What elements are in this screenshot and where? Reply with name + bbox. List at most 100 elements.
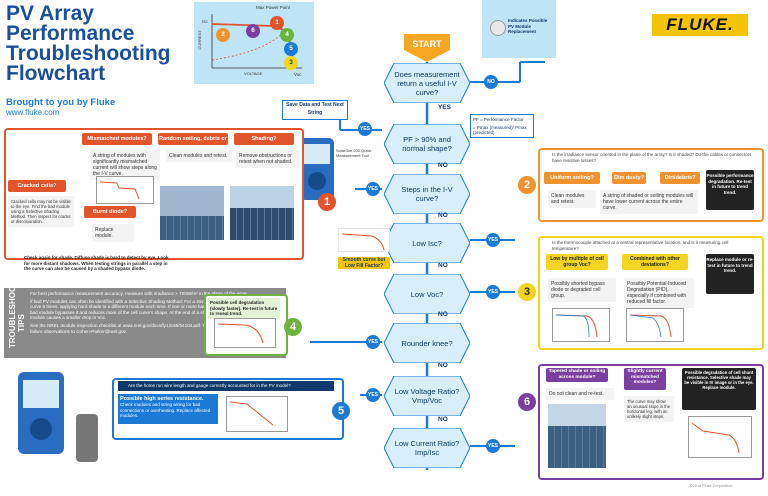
shading-question: Shading? bbox=[234, 133, 294, 145]
series-resistance-title: Possible high series resistance. bbox=[120, 396, 204, 402]
yes-badge: YES bbox=[486, 439, 500, 453]
no-label: NO bbox=[438, 212, 448, 219]
tapered-text: Do not clean and re-test. bbox=[546, 388, 614, 400]
sec2-mid-text: A string of shaded or soiling modules wi… bbox=[600, 190, 698, 214]
smooth-curve-text: Smooth curve but Low Fill Factor? bbox=[338, 257, 390, 269]
section-1-number: 1 bbox=[318, 193, 336, 211]
sec3-curve-a bbox=[552, 308, 610, 342]
quick-ref-label: SolarSim 200 Quick Measurement Tool bbox=[336, 148, 372, 158]
pf-legend: PF = Performance Factor = Pmax (measured… bbox=[470, 114, 534, 138]
combined-question: Combined with other deviations? bbox=[622, 254, 688, 270]
dirt-debris-question: Dirt/debris? bbox=[660, 172, 700, 184]
section-4-text: Possible cell degradation (slowly faster… bbox=[208, 298, 280, 319]
slight-text: The curve may show an unusual slope in t… bbox=[624, 396, 674, 422]
step-low-voltage-ratio[interactable]: Low Voltage Ratio? Vmp/Voc bbox=[384, 376, 470, 416]
section-3-header: Is the thermocouple attached at a centra… bbox=[552, 240, 729, 251]
no-label: NO bbox=[438, 362, 448, 369]
series-resistance-text: Check modules and string wiring for bad … bbox=[120, 402, 211, 418]
section-1-footer: Check again for shade. Diffuse shade is … bbox=[24, 255, 169, 271]
soiling-question: Random soiling, debris or snow? bbox=[158, 133, 228, 154]
section-5-number: 5 bbox=[332, 402, 350, 420]
yes-badge: YES bbox=[486, 285, 500, 299]
mismatch-curve bbox=[96, 176, 154, 204]
step-label: PF > 90% and normal shape? bbox=[402, 135, 452, 153]
uniform-soiling-question: Uniform soiling? bbox=[544, 172, 600, 184]
step-pf-normal-shape[interactable]: PF > 90% and normal shape? bbox=[384, 124, 470, 164]
shading-text: Remove obstructions or retest when not s… bbox=[236, 150, 300, 168]
mismatch-text: A string of modules with significantly m… bbox=[90, 150, 160, 180]
sec4-curve bbox=[214, 318, 276, 348]
tip-1: For best performance measurement accurac… bbox=[30, 291, 249, 296]
copyright: ©2016 Fluke Corporation bbox=[690, 484, 733, 488]
tapered-photo bbox=[548, 404, 606, 468]
burnt-question: Burnt diode? bbox=[84, 206, 136, 218]
pf-legend-line-2: = Pmax (measured)/ Pmax (predicted) bbox=[473, 124, 527, 136]
low-bypass-text: Possibly shorted bypass diode or degrade… bbox=[548, 278, 616, 302]
step-label: Low Isc? bbox=[412, 238, 442, 248]
reference-iv-curve: Max Power Point CURRENT VOLTAGE Isc Voc … bbox=[194, 2, 314, 84]
start-marker: START bbox=[412, 39, 442, 49]
cracked-text: Cracked cells may not be visible to the … bbox=[8, 196, 74, 227]
step-low-current-ratio[interactable]: Low Current Ratio? Imp/Isc bbox=[384, 428, 470, 468]
sec3-replace-box: Replace module or re-test in future to t… bbox=[706, 254, 754, 294]
no-label: NO bbox=[438, 162, 448, 169]
brought-by: Brought to you by Fluke bbox=[6, 97, 116, 108]
soiling-photo bbox=[160, 186, 224, 240]
voltage-axis-label: VOLTAGE bbox=[244, 71, 263, 76]
combined-text: Possibly Potential-Induced Degradation (… bbox=[624, 278, 694, 308]
marker-5: 5 bbox=[284, 42, 298, 56]
marker-6: 6 bbox=[246, 24, 260, 38]
yes-badge: YES bbox=[486, 233, 500, 247]
yes-badge: YES bbox=[366, 182, 380, 196]
yes-badge: YES bbox=[358, 122, 372, 136]
step-steps-iv-curve[interactable]: Steps in the I-V curve? bbox=[384, 174, 470, 214]
no-label: NO bbox=[438, 311, 448, 318]
yes-badge: YES bbox=[366, 388, 380, 402]
step-label: Low Voltage Ratio? Vmp/Voc bbox=[394, 387, 460, 405]
no-badge: NO bbox=[484, 75, 498, 89]
replacement-icon bbox=[490, 20, 506, 36]
tips-text: For best performance measurement accurac… bbox=[30, 291, 282, 334]
isc-label: Isc bbox=[202, 19, 208, 24]
step-useful-iv-curve[interactable]: Does measurement return a useful I-V cur… bbox=[384, 63, 470, 103]
meter-device bbox=[300, 138, 334, 200]
dim-dusty-question: Dim dusty? bbox=[612, 172, 646, 184]
tester-device bbox=[18, 372, 64, 454]
tapered-question: Tapered shade or soiling across module? bbox=[546, 368, 608, 382]
soiling-text: Clean modules and retest. bbox=[166, 150, 232, 162]
marker-3: 3 bbox=[284, 56, 298, 70]
yes-label: YES bbox=[438, 104, 452, 111]
yes-badge: YES bbox=[366, 335, 380, 349]
step-low-isc[interactable]: Low Isc? bbox=[384, 223, 470, 263]
shunt-degradation-box: Possible degradation of cell shunt resis… bbox=[682, 368, 756, 410]
section-5-header: Are the home run wire length and gauge c… bbox=[118, 381, 334, 391]
shading-photo bbox=[230, 186, 294, 240]
uniform-text: Clean modules and retest. bbox=[548, 190, 596, 208]
step-low-voc[interactable]: Low Voc? bbox=[384, 274, 470, 314]
smooth-curve-graphic bbox=[337, 227, 391, 253]
legend-box: Indicates Possible PV Module Replacement bbox=[482, 0, 556, 58]
sec5-curve bbox=[226, 396, 288, 432]
mpp-label: Max Power Point bbox=[256, 5, 291, 10]
clamp-device bbox=[76, 414, 98, 462]
smooth-curve-note: Smooth curve but Low Fill Factor? bbox=[337, 227, 391, 270]
sec3-curve-b bbox=[626, 308, 684, 342]
cracked-question: Cracked cells? bbox=[8, 180, 66, 192]
step-rounder-knee[interactable]: Rounder knee? bbox=[384, 323, 470, 363]
no-label: NO bbox=[438, 262, 448, 269]
step-label: Low Current Ratio? Imp/Isc bbox=[394, 439, 460, 457]
section-6-number: 6 bbox=[518, 393, 536, 411]
marker-1: 1 bbox=[270, 16, 284, 30]
slight-mismatch-question: Slightly current mismatched modules? bbox=[624, 368, 666, 390]
website-link[interactable]: www.fluke.com bbox=[6, 108, 60, 117]
step-label: Rounder knee? bbox=[401, 338, 453, 348]
section-3-number: 3 bbox=[518, 283, 536, 301]
no-label: NO bbox=[438, 416, 448, 423]
section-4-number: 4 bbox=[284, 318, 302, 336]
tips-label: TROUBLESHOOTING TIPS bbox=[8, 266, 26, 348]
series-resistance-box: Possible high series resistance. Check m… bbox=[118, 394, 218, 424]
marker-2: 2 bbox=[216, 28, 230, 42]
voc-label: Voc bbox=[294, 72, 302, 77]
legend-text: Indicates Possible PV Module Replacement bbox=[508, 18, 548, 34]
sec6-curve bbox=[688, 416, 752, 458]
